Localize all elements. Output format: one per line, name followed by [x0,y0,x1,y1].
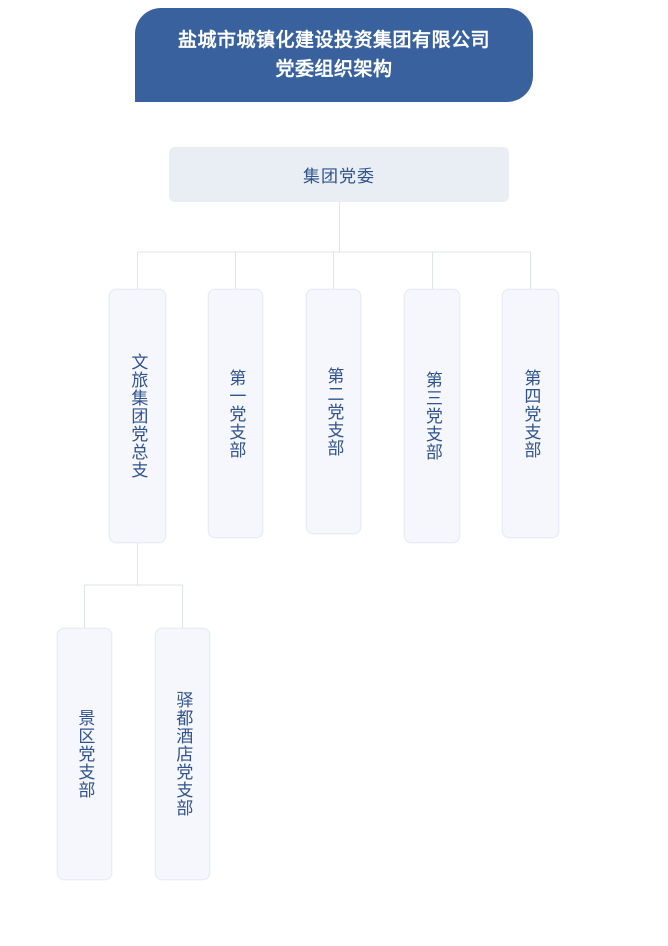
node-party-branch-3[interactable]: 第三党支部 [404,289,460,543]
node-party-branch-1[interactable]: 第一党支部 [208,289,263,538]
node-party-branch-4[interactable]: 第四党支部 [502,289,559,538]
node-yidu-hotel-party-branch[interactable]: 驿都酒店党支部 [155,628,210,880]
node-label: 集团党委 [303,167,375,186]
node-label: 第四党支部 [521,368,541,459]
node-label: 第三党支部 [422,371,442,461]
node-party-branch-2[interactable]: 第二党支部 [306,289,361,534]
node-label: 驿都酒店党支部 [173,691,193,817]
node-label: 文旅集团党总支 [128,353,148,479]
node-label: 第二党支部 [324,366,344,457]
node-group-party-committee[interactable]: 集团党委 [169,147,509,202]
node-label: 第一党支部 [226,368,246,459]
node-culture-tourism-general-branch[interactable]: 文旅集团党总支 [109,289,166,543]
chart-title-text: 盐城市城镇化建设投资集团有限公司 党委组织架构 [177,29,490,80]
node-scenic-area-party-branch[interactable]: 景区党支部 [57,628,112,880]
chart-title-banner: 盐城市城镇化建设投资集团有限公司 党委组织架构 [135,8,533,102]
node-label: 景区党支部 [75,709,95,799]
